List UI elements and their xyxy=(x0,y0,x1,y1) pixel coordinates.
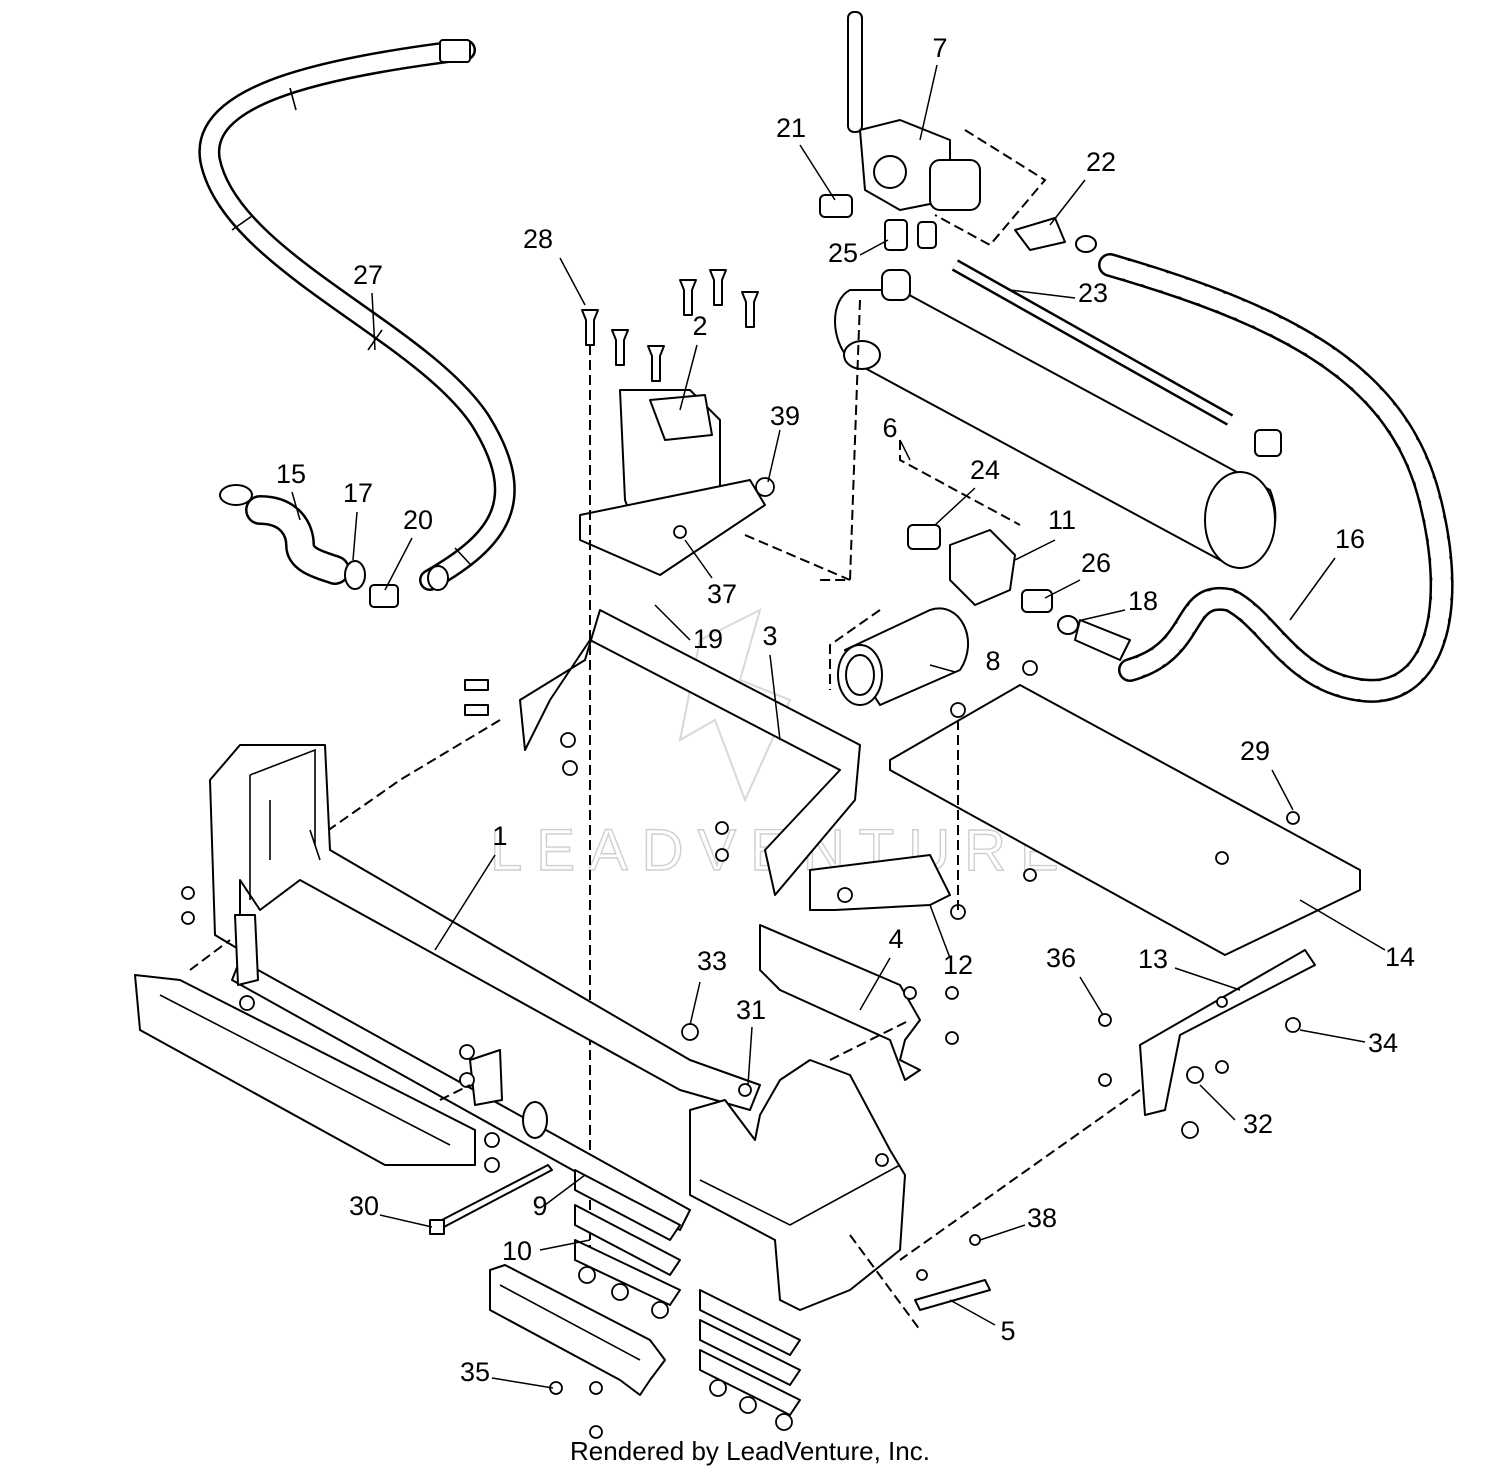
callout-6: 6 xyxy=(882,413,897,443)
fender-bar xyxy=(134,939,500,1173)
callout-19: 19 xyxy=(693,624,723,654)
callout-36: 36 xyxy=(1046,943,1076,973)
control-valve-part-7 xyxy=(819,11,1097,253)
long-bolt-part-30 xyxy=(181,886,699,1235)
callout-18: 18 xyxy=(1128,586,1158,616)
spiral-hose-part-16 xyxy=(1098,253,1454,703)
callout-13: 13 xyxy=(1138,944,1168,974)
main-frame-part-1 xyxy=(209,744,761,1231)
callout-31: 31 xyxy=(736,995,766,1025)
callout-32: 32 xyxy=(1243,1109,1273,1139)
callout-leaders xyxy=(291,64,1386,1389)
cylinder-part-6 xyxy=(820,259,1282,581)
callout-2: 2 xyxy=(692,311,707,341)
callout-21: 21 xyxy=(776,113,806,143)
callout-30: 30 xyxy=(349,1191,379,1221)
callout-34: 34 xyxy=(1368,1028,1398,1058)
callout-10: 10 xyxy=(502,1236,532,1266)
callout-1: 1 xyxy=(492,821,507,851)
callout-4: 4 xyxy=(888,924,903,954)
bracket-part-12 xyxy=(809,854,966,920)
callout-14: 14 xyxy=(1385,942,1415,972)
callout-27: 27 xyxy=(353,260,383,290)
callout-38: 38 xyxy=(1027,1203,1057,1233)
callout-25: 25 xyxy=(828,238,858,268)
suction-hose-part-15 xyxy=(219,484,449,608)
filter-part-8 xyxy=(829,440,1021,706)
callout-12: 12 xyxy=(943,950,973,980)
callout-20: 20 xyxy=(403,505,433,535)
footer-credit: Rendered by LeadVenture, Inc. xyxy=(570,1436,930,1466)
callout-5: 5 xyxy=(1000,1316,1015,1346)
callout-37: 37 xyxy=(707,579,737,609)
callout-17: 17 xyxy=(343,478,373,508)
filter-head-part-11 xyxy=(907,524,1131,661)
callout-8: 8 xyxy=(985,646,1000,676)
callout-26: 26 xyxy=(1081,548,1111,578)
callout-35: 35 xyxy=(460,1357,490,1387)
beam-plate-part-3 xyxy=(299,609,861,896)
callout-22: 22 xyxy=(1086,147,1116,177)
callout-29: 29 xyxy=(1240,736,1270,766)
callout-23: 23 xyxy=(1078,278,1108,308)
carriage-bolts-28 xyxy=(581,269,759,382)
callout-11: 11 xyxy=(1048,505,1076,535)
wedge-strips-parts-9-10 xyxy=(489,1169,801,1439)
callout-7: 7 xyxy=(932,33,947,63)
plate-part-4 xyxy=(759,924,959,1081)
callout-3: 3 xyxy=(762,621,777,651)
callout-15: 15 xyxy=(276,459,306,489)
callout-33: 33 xyxy=(697,946,727,976)
hose-part-27 xyxy=(198,39,516,591)
callout-39: 39 xyxy=(770,401,800,431)
callout-28: 28 xyxy=(523,224,553,254)
callout-24: 24 xyxy=(970,455,1000,485)
callout-9: 9 xyxy=(532,1191,547,1221)
beam-mount-part-2 xyxy=(579,269,851,1260)
bracket-part-13 xyxy=(899,949,1316,1261)
tray-plate-part-14 xyxy=(889,660,1361,956)
callout-16: 16 xyxy=(1335,524,1365,554)
